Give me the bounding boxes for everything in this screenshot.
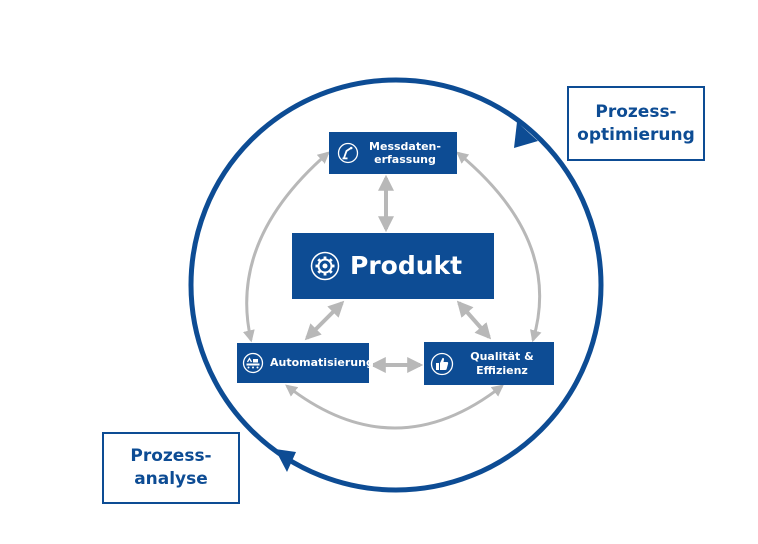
node-qualitaet-effizienz: Qualität & Effizienz [424, 342, 554, 385]
process-box-analyse-line-1: Prozess- [130, 446, 212, 467]
node-automatisierung: Automatisierung [237, 343, 374, 383]
process-box-optimierung-line-2: optimierung [577, 124, 695, 145]
process-box-optimierung-line-1: Prozess- [595, 101, 677, 122]
connector-right-center [456, 300, 492, 340]
connector-arc-left [243, 151, 330, 343]
node-messdatenerfassung-label: Messdaten- erfassung [369, 139, 441, 166]
process-box-analyse: Prozess- analyse [102, 432, 240, 504]
process-cycle-ring [188, 77, 604, 493]
robot-arm-icon [337, 142, 359, 164]
node-qualitaet-effizienz-label: Qualität & Effizienz [470, 350, 534, 377]
node-produkt-label: Produkt [350, 251, 463, 280]
connector-arc-bottom [285, 384, 504, 430]
process-box-optimierung: Prozess- optimierung [567, 86, 705, 161]
node-produkt: Produkt [292, 233, 494, 299]
process-cycle-arrow-bottom [275, 449, 296, 472]
node-messdatenerfassung: Messdaten- erfassung [329, 132, 457, 174]
connector-left-center [304, 300, 345, 341]
gear-icon [310, 251, 340, 281]
node-automatisierung-label: Automatisierung [270, 356, 374, 370]
thumbs-up-icon [430, 352, 454, 376]
conveyor-icon [242, 352, 264, 374]
process-box-analyse-line-2: analyse [134, 469, 208, 489]
process-cycle-arrow-top [514, 122, 538, 148]
connector-arc-right [456, 151, 542, 343]
